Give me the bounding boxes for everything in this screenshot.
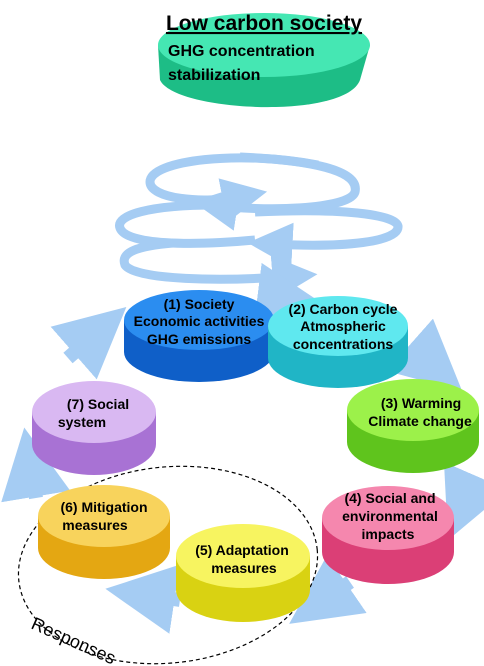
node-mitigation-line1: (6) Mitigation xyxy=(60,499,147,515)
top-disc-line2: stabilization xyxy=(168,67,260,84)
top-disc-top xyxy=(158,13,370,77)
responses-label: Responses xyxy=(28,613,118,666)
node-carbon-cycle-line2: Atmospheric xyxy=(300,318,386,334)
node-carbon-cycle: (2) Carbon cycle Atmospheric concentrati… xyxy=(268,296,408,388)
arrow-warming-to-impacts xyxy=(443,461,484,541)
node-society-line1: (1) Society xyxy=(164,296,235,312)
node-mitigation-line2: measures xyxy=(62,517,128,533)
arrow-mitigation-to-social xyxy=(1,427,71,503)
node-society-line3: GHG emissions xyxy=(147,331,251,347)
node-warming-top xyxy=(347,379,479,441)
node-society: (1) Society Economic activities GHG emis… xyxy=(124,290,274,382)
node-impacts-line1: (4) Social and xyxy=(344,490,435,506)
node-impacts-line2: environmental xyxy=(342,508,438,524)
cycle-arrows xyxy=(1,262,484,634)
spiral-arrow-bottom xyxy=(119,238,318,301)
arrow-society-to-carbon xyxy=(252,262,327,333)
node-carbon-cycle-line3: concentrations xyxy=(293,336,394,352)
node-impacts-top xyxy=(322,486,454,550)
node-social-system-line1: (7) Social xyxy=(67,396,129,412)
arrow-social-to-society xyxy=(50,306,127,380)
node-social-system-top xyxy=(32,381,156,443)
node-impacts: (4) Social and environmental impacts xyxy=(322,486,454,584)
node-social-system-line2: system xyxy=(58,414,106,430)
node-warming-line1: (3) Warming xyxy=(381,395,461,411)
spiral-arrows xyxy=(115,152,403,301)
node-social-system: (7) Social system xyxy=(32,381,156,475)
node-mitigation: (6) Mitigation measures xyxy=(38,485,170,579)
node-mitigation-top xyxy=(38,485,170,547)
node-adaptation-line2: measures xyxy=(211,560,277,576)
node-adaptation-line1: (5) Adaptation xyxy=(195,542,289,558)
node-carbon-cycle-line1: (2) Carbon cycle xyxy=(289,301,398,317)
node-carbon-cycle-top xyxy=(268,296,408,356)
top-disc-title: Low carbon society xyxy=(166,12,362,35)
node-adaptation: (5) Adaptation measures xyxy=(176,524,310,622)
node-warming-line2: Climate change xyxy=(368,413,472,429)
spiral-arrow-left xyxy=(115,200,256,248)
node-society-line2: Economic activities xyxy=(134,313,265,329)
node-impacts-line3: impacts xyxy=(362,526,415,542)
arrow-adaptation-to-mitigation xyxy=(105,564,182,634)
spiral-arrow-lower xyxy=(247,206,403,268)
arrow-carbon-to-warming xyxy=(386,318,463,392)
responses-boundary xyxy=(17,465,319,665)
arrow-impacts-to-adaptation xyxy=(289,555,367,624)
top-disc: Low carbon society GHG concentration sta… xyxy=(158,12,370,108)
node-warming: (3) Warming Climate change xyxy=(347,379,479,473)
node-adaptation-top xyxy=(176,524,310,588)
top-disc-line1: GHG concentration xyxy=(168,43,315,60)
node-society-top xyxy=(124,290,274,350)
